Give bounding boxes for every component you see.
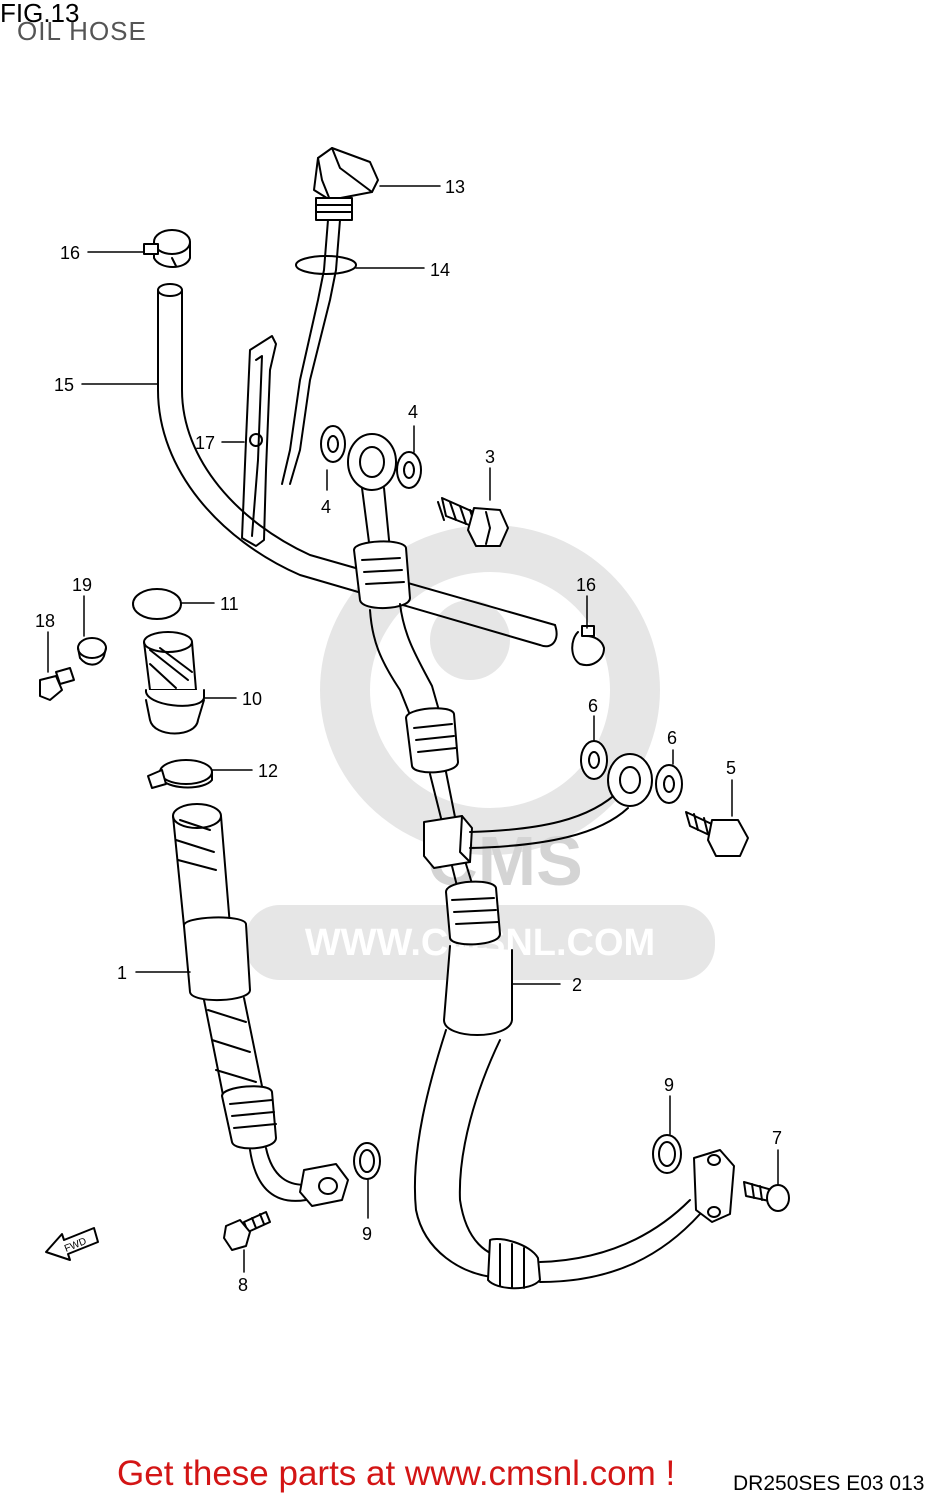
- callout-19: 19: [72, 575, 92, 595]
- figure-subtitle: OIL HOSE: [17, 16, 147, 46]
- callout-5: 5: [726, 758, 736, 778]
- callout-6-right: 6: [667, 728, 677, 748]
- fwd-arrow-icon: FWD: [45, 1227, 99, 1261]
- callout-8: 8: [238, 1275, 248, 1295]
- callout-10: 10: [242, 689, 262, 709]
- part-6-washers: [580, 740, 683, 804]
- callout-2: 2: [572, 975, 582, 995]
- callout-15: 15: [54, 375, 74, 395]
- part-2-oil-hose: [347, 433, 735, 1290]
- callout-6-left: 6: [588, 696, 598, 716]
- part-8-bolt: [223, 1211, 271, 1251]
- callout-4-left: 4: [321, 497, 331, 517]
- part-12-clamp: [147, 759, 213, 789]
- part-11-o-ring: [132, 588, 182, 620]
- callout-16-top: 16: [60, 243, 80, 263]
- callout-9-right: 9: [664, 1075, 674, 1095]
- part-14-o-ring: [295, 255, 357, 275]
- part-9-gasket-left: [353, 1142, 381, 1180]
- callout-7: 7: [772, 1128, 782, 1148]
- callout-18: 18: [35, 611, 55, 631]
- callout-14: 14: [430, 260, 450, 280]
- callout-11: 11: [220, 594, 239, 614]
- callout-4-right: 4: [408, 402, 418, 422]
- part-1-oil-hose: [172, 803, 349, 1207]
- callout-16-right: 16: [576, 575, 596, 595]
- figure-code: DR250SES E03 013: [733, 1472, 925, 1495]
- part-9-gasket-right: [652, 1134, 682, 1174]
- part-19-plug: [77, 637, 107, 666]
- callout-12: 12: [258, 761, 278, 781]
- callout-17: 17: [195, 433, 215, 453]
- part-16-clamp-top: [143, 229, 191, 268]
- part-4-washers: [320, 425, 422, 489]
- part-3-union-bolt: [437, 497, 509, 547]
- part-18-drain-bolt: [39, 667, 75, 701]
- callout-3: 3: [485, 447, 495, 467]
- parts-banner-link[interactable]: Get these parts at www.cmsnl.com !: [117, 1454, 676, 1493]
- callout-leaders: [47, 185, 779, 1273]
- part-17-dipstick-plate: [241, 335, 277, 547]
- callout-1: 1: [117, 963, 127, 983]
- callout-labels: 13 14 16 15 17 4 4 3 16 19 18 11 10 12 6…: [35, 177, 782, 1295]
- part-5-union-bolt: [685, 811, 749, 857]
- callout-13: 13: [445, 177, 465, 197]
- figure-title: FIG.13: [0, 0, 80, 28]
- part-7-bolt: [743, 1181, 790, 1212]
- part-16-clamp-right: [571, 625, 605, 666]
- part-10-oil-strainer: [143, 631, 205, 735]
- callout-9-left: 9: [362, 1224, 372, 1244]
- part-13-oil-filler-cap: [281, 147, 379, 485]
- part-15-breather-hose: [157, 283, 558, 648]
